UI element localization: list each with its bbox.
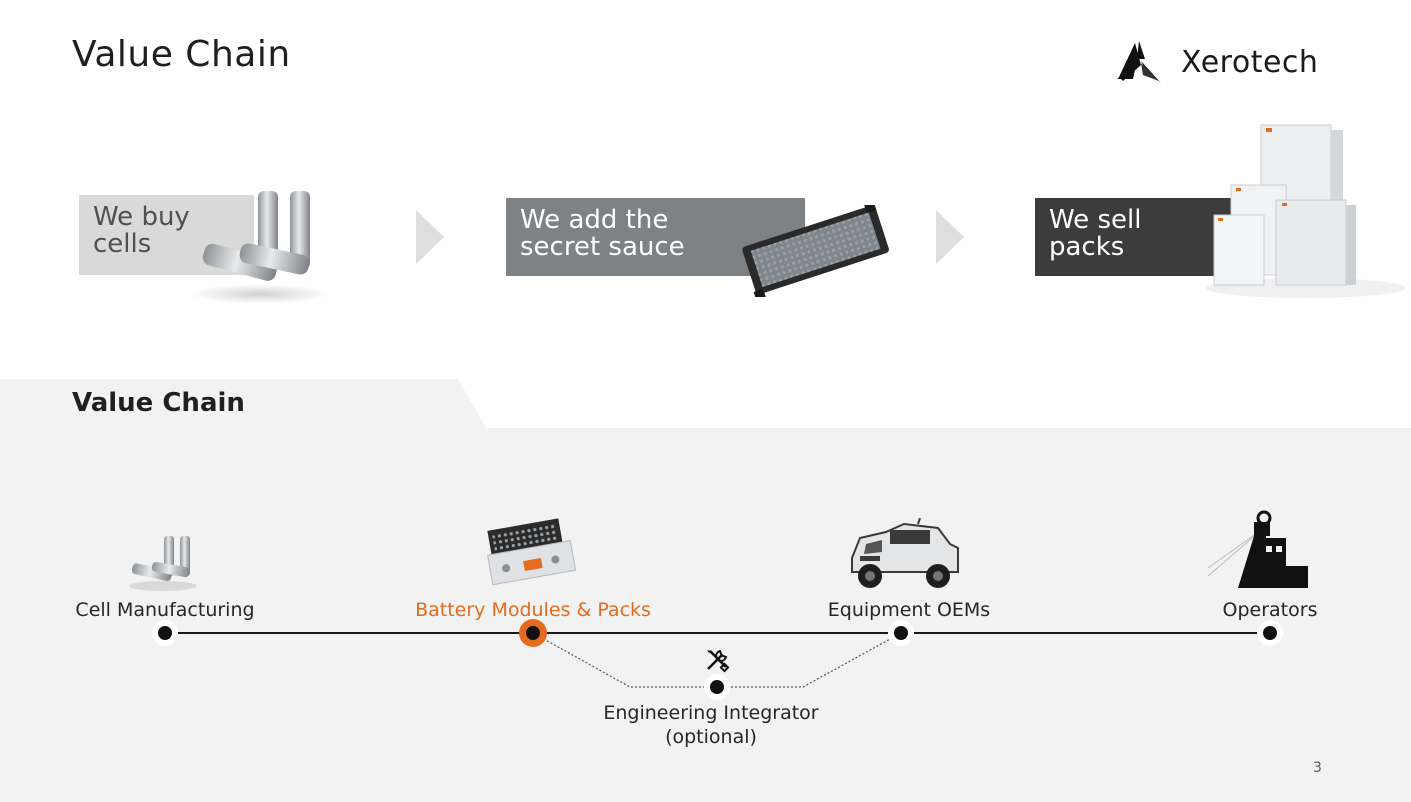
battery-cells-image	[190, 191, 330, 304]
step-line: secret sauce	[520, 232, 685, 262]
xerotech-triskelion-logo	[1117, 41, 1161, 83]
timeline-node-operators	[1257, 620, 1283, 646]
slide-title: Value Chain	[72, 34, 291, 75]
chevron-right-icon	[416, 210, 444, 264]
chevron-right-icon	[936, 210, 964, 264]
node-label-cell-manufacturing: Cell Manufacturing	[75, 599, 255, 621]
step-buy-cells: We buy cells	[79, 195, 254, 275]
panel-tab-shape	[458, 379, 1411, 428]
timeline-node-equipment-oems	[888, 620, 914, 646]
tools-icon	[707, 649, 730, 673]
step-line: packs	[1049, 232, 1125, 262]
mine-headframe-icon	[1207, 510, 1308, 588]
node-label-battery-modules: Battery Modules & Packs	[415, 599, 651, 621]
battery-module-image	[742, 205, 889, 297]
step-line: We sell	[1049, 205, 1142, 235]
cells-icon	[129, 536, 197, 591]
timeline-node-battery-modules	[519, 619, 547, 647]
value-chain-timeline	[152, 619, 1283, 700]
page-number: 3	[1313, 760, 1322, 776]
step-line: We buy	[93, 202, 190, 232]
optional-node-line: (optional)	[665, 726, 757, 748]
step-line: We add the	[520, 205, 669, 235]
value-chain-panel	[0, 379, 1411, 802]
step-line: cells	[93, 229, 152, 259]
step-secret-sauce: We add the secret sauce	[506, 198, 805, 276]
node-label-operators: Operators	[1222, 599, 1318, 621]
node-label-equipment-oems: Equipment OEMs	[827, 599, 991, 621]
timeline-node-cell-manufacturing	[152, 620, 178, 646]
optional-node-line: Engineering Integrator	[603, 702, 819, 724]
node-label-engineering-integrator: Engineering Integrator (optional)	[603, 701, 818, 749]
battery-module-icon	[487, 518, 577, 586]
xerotech-logo: Xerotech	[1115, 38, 1318, 86]
battery-packs-image	[1206, 124, 1406, 298]
value-chain-heading: Value Chain	[72, 388, 245, 418]
timeline-node-engineering-integrator	[704, 674, 730, 700]
armored-vehicle-icon	[851, 518, 959, 588]
logo-wordmark: Xerotech	[1181, 44, 1319, 80]
